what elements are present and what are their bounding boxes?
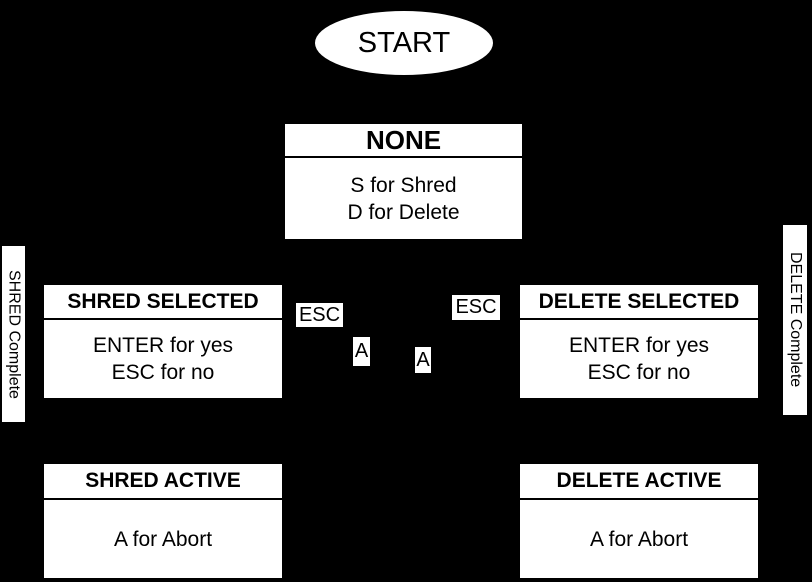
state-title-shred-selected: SHRED SELECTED [44, 285, 282, 320]
state-line: S for Shred [350, 173, 457, 197]
state-line: D for Delete [347, 200, 460, 224]
state-body-delete-selected: ENTER for yes ESC for no [520, 320, 758, 398]
state-node-shred-selected: SHRED SELECTED ENTER for yes ESC for no [44, 285, 282, 398]
state-body-none: S for Shred D for Delete [285, 158, 522, 239]
state-node-none: NONE S for Shred D for Delete [285, 124, 522, 239]
state-title-shred-active: SHRED ACTIVE [44, 464, 282, 500]
state-body-shred-selected: ENTER for yes ESC for no [44, 320, 282, 398]
side-label-delete-complete: DELETE Complete [783, 225, 807, 415]
start-node: START [315, 11, 493, 75]
state-node-shred-active: SHRED ACTIVE A for Abort [44, 464, 282, 578]
state-line: A for Abort [113, 527, 213, 551]
state-line: A for Abort [589, 527, 689, 551]
state-line: ESC for no [587, 361, 691, 384]
state-body-shred-active: A for Abort [44, 500, 282, 578]
edge-label-esc-left: ESC [296, 303, 343, 327]
edge-label-abort-right: A [415, 347, 431, 373]
start-node-label: START [357, 26, 451, 59]
edge-label-esc-right: ESC [452, 295, 500, 320]
side-label-shred-complete: SHRED Complete [2, 246, 25, 422]
state-node-delete-active: DELETE ACTIVE A for Abort [520, 464, 758, 578]
state-title-delete-selected: DELETE SELECTED [520, 285, 758, 320]
state-title-delete-active: DELETE ACTIVE [520, 464, 758, 500]
state-node-delete-selected: DELETE SELECTED ENTER for yes ESC for no [520, 285, 758, 398]
state-line: ENTER for yes [92, 334, 234, 357]
state-line: ESC for no [111, 361, 215, 384]
edge-label-abort-left: A [353, 337, 370, 366]
state-title-none: NONE [285, 124, 522, 158]
state-body-delete-active: A for Abort [520, 500, 758, 578]
state-line: ENTER for yes [568, 334, 710, 357]
